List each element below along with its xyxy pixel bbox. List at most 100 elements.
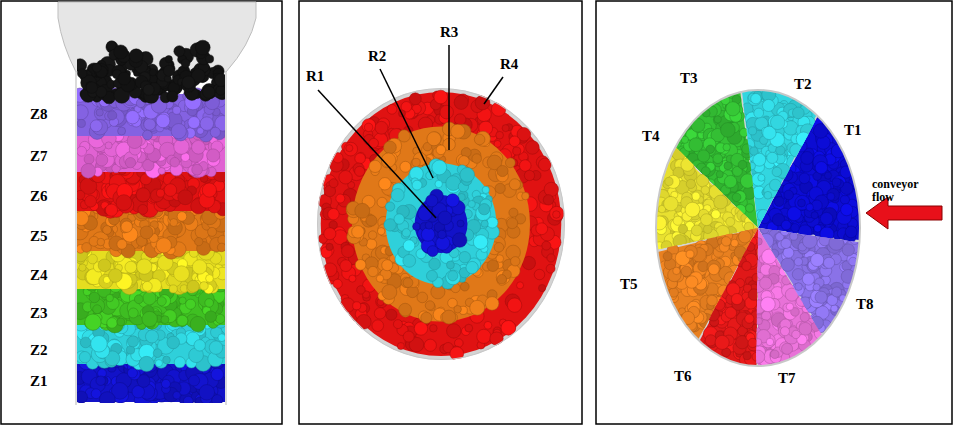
particle bbox=[77, 391, 87, 403]
particle bbox=[553, 211, 561, 219]
particle bbox=[451, 124, 465, 138]
particle bbox=[502, 125, 509, 132]
particle bbox=[144, 118, 156, 130]
particle bbox=[198, 291, 214, 307]
particle bbox=[105, 204, 117, 216]
particle bbox=[85, 195, 97, 207]
particle bbox=[174, 266, 190, 282]
particle bbox=[167, 91, 178, 102]
particle bbox=[762, 99, 774, 111]
particle bbox=[176, 315, 188, 327]
particle bbox=[427, 246, 438, 257]
particle bbox=[369, 160, 381, 172]
particle bbox=[377, 227, 384, 234]
particle bbox=[497, 165, 508, 176]
particle bbox=[394, 214, 404, 224]
particle bbox=[502, 321, 516, 335]
particle bbox=[161, 379, 170, 388]
particle bbox=[92, 63, 101, 72]
particle bbox=[509, 208, 518, 217]
panel-frame bbox=[596, 1, 952, 424]
sector-region bbox=[758, 115, 861, 244]
particle bbox=[460, 282, 469, 291]
particle bbox=[845, 226, 857, 238]
particle bbox=[436, 145, 446, 155]
particle bbox=[333, 279, 342, 288]
particle bbox=[784, 190, 794, 200]
particle bbox=[173, 391, 181, 399]
particle bbox=[751, 93, 761, 103]
particle bbox=[117, 239, 127, 249]
vessel-rim bbox=[317, 88, 565, 360]
particle bbox=[412, 158, 420, 166]
particle bbox=[393, 320, 402, 329]
particle bbox=[93, 64, 100, 71]
particle bbox=[179, 297, 186, 304]
particle bbox=[538, 284, 545, 291]
particle bbox=[400, 161, 411, 172]
particle bbox=[128, 308, 138, 318]
particle bbox=[357, 286, 366, 295]
particle bbox=[382, 285, 397, 300]
particle bbox=[368, 266, 378, 276]
particle bbox=[796, 132, 811, 147]
particle bbox=[200, 282, 209, 291]
particle bbox=[107, 318, 118, 329]
particle bbox=[466, 261, 478, 273]
particle bbox=[342, 245, 355, 258]
particle bbox=[340, 260, 352, 272]
particle bbox=[207, 149, 220, 162]
particle bbox=[84, 154, 94, 164]
particle bbox=[165, 56, 172, 63]
particle bbox=[177, 315, 188, 326]
particle bbox=[114, 45, 128, 59]
particle bbox=[382, 260, 393, 271]
vessel-floor bbox=[656, 90, 860, 366]
particle bbox=[372, 320, 384, 332]
particle bbox=[320, 244, 334, 258]
particle bbox=[452, 233, 467, 248]
particle bbox=[188, 117, 200, 129]
particle bbox=[546, 264, 555, 273]
particle bbox=[137, 259, 152, 274]
particle bbox=[798, 199, 806, 207]
particle bbox=[487, 260, 499, 272]
particle bbox=[215, 74, 225, 87]
particle bbox=[475, 95, 490, 110]
particle bbox=[182, 76, 195, 89]
particle bbox=[827, 193, 835, 201]
cylinder-wall bbox=[225, 72, 227, 405]
particle bbox=[86, 82, 98, 94]
particle bbox=[534, 269, 544, 279]
particle bbox=[91, 336, 108, 353]
particle bbox=[497, 274, 507, 284]
particle bbox=[384, 141, 397, 154]
particle bbox=[799, 173, 810, 184]
particle bbox=[142, 311, 157, 326]
particle bbox=[402, 229, 410, 237]
particle bbox=[409, 93, 421, 105]
particle bbox=[126, 346, 134, 354]
particle bbox=[507, 298, 521, 312]
particle bbox=[203, 86, 215, 98]
particle bbox=[366, 215, 377, 226]
particle bbox=[448, 271, 458, 281]
particle bbox=[192, 140, 206, 154]
particle bbox=[774, 197, 784, 207]
particle bbox=[349, 275, 356, 282]
particle bbox=[164, 184, 177, 197]
particle bbox=[824, 172, 831, 179]
particle bbox=[754, 108, 764, 118]
particle bbox=[481, 220, 488, 227]
particle bbox=[125, 158, 135, 168]
particle bbox=[158, 295, 170, 307]
particle bbox=[757, 209, 769, 221]
particle bbox=[211, 368, 223, 380]
particle bbox=[209, 341, 222, 354]
particle bbox=[438, 211, 452, 225]
particle bbox=[413, 223, 421, 231]
particle bbox=[526, 141, 540, 155]
particle bbox=[208, 227, 217, 236]
particle bbox=[385, 202, 394, 211]
